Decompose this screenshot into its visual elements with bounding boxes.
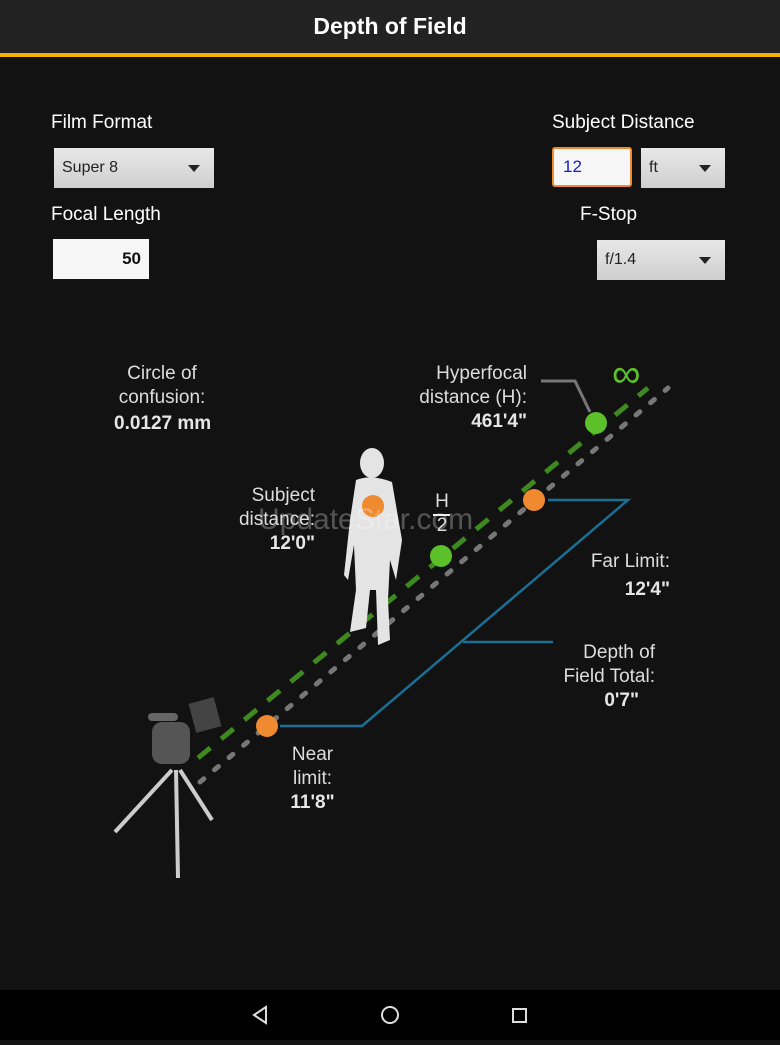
subject-distance-label: Subject Distance bbox=[552, 112, 695, 133]
distance-axis-dotted bbox=[197, 385, 671, 785]
focus-axis-dashed bbox=[196, 386, 650, 760]
film-format-label: Film Format bbox=[51, 112, 153, 133]
home-icon[interactable] bbox=[381, 1006, 399, 1024]
chevron-down-icon bbox=[699, 165, 711, 172]
coc-value: 0.0127 mm bbox=[114, 413, 212, 434]
fstop-label: F-Stop bbox=[580, 204, 638, 225]
far-limit-readout: Far Limit:12'4" bbox=[590, 551, 670, 600]
focal-length-input[interactable]: 50 bbox=[53, 239, 149, 279]
app-header: Depth of Field bbox=[0, 0, 780, 53]
infinity-icon: ∞ bbox=[612, 352, 641, 396]
film-format-value: Super 8 bbox=[62, 159, 119, 176]
chevron-down-icon bbox=[188, 165, 200, 172]
back-icon[interactable] bbox=[252, 1005, 267, 1025]
near-limit-marker bbox=[256, 715, 278, 737]
chevron-down-icon bbox=[699, 257, 711, 264]
hyperfocal-pointer bbox=[541, 379, 592, 413]
fstop-value: f/1.4 bbox=[605, 251, 637, 268]
focal-length-label: Focal Length bbox=[51, 204, 161, 225]
far-limit-marker bbox=[523, 489, 545, 511]
hyperfocal-marker bbox=[585, 412, 607, 434]
dof-diagram bbox=[113, 379, 671, 879]
unit-value: ft bbox=[649, 159, 658, 176]
header-accent-line bbox=[0, 53, 780, 57]
recents-icon[interactable] bbox=[512, 1008, 527, 1023]
page-title: Depth of Field bbox=[313, 13, 467, 39]
fstop-dropdown[interactable]: f/1.4 bbox=[597, 240, 725, 280]
dof-bracket bbox=[280, 498, 632, 728]
subject-marker bbox=[362, 495, 384, 517]
person-icon bbox=[344, 448, 402, 645]
subject-distance-input[interactable]: 12 bbox=[552, 147, 632, 187]
unit-dropdown[interactable]: ft bbox=[641, 148, 725, 188]
camera-tripod-icon bbox=[113, 697, 222, 879]
half-hyperfocal-marker bbox=[430, 545, 452, 567]
system-nav-bar bbox=[0, 990, 780, 1040]
film-format-dropdown[interactable]: Super 8 bbox=[54, 148, 214, 188]
watermark: UpdateStar.com bbox=[258, 503, 474, 536]
